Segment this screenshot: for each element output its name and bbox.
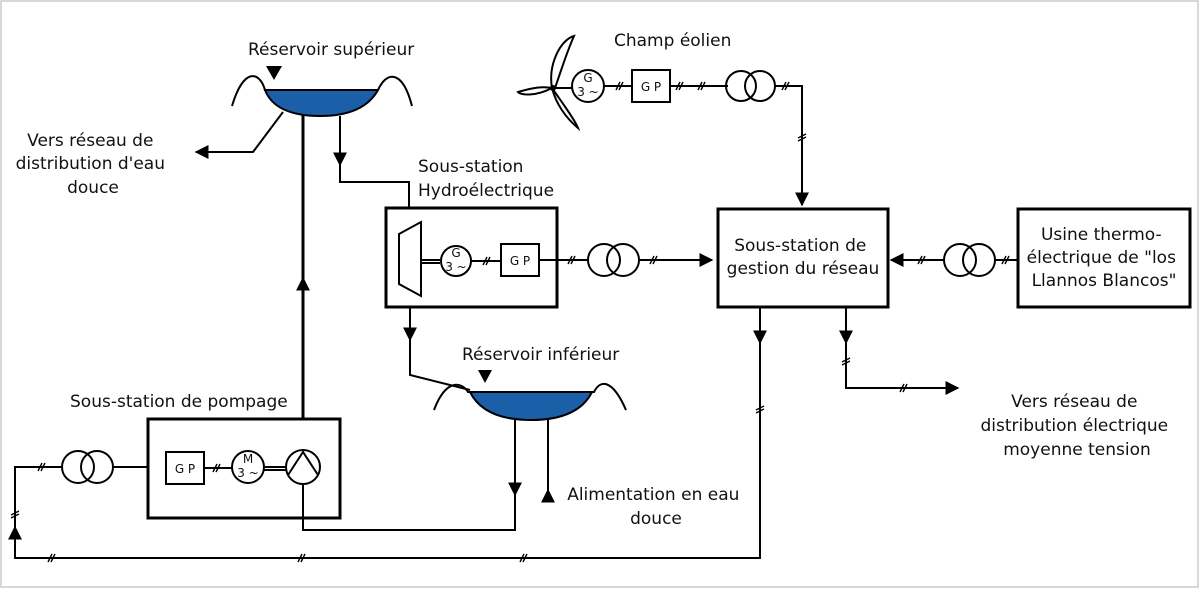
svg-text:M: M [243,452,253,466]
wind-generator-icon: G 3 ~ [571,69,605,103]
upper-reservoir-label: Réservoir supérieur [248,40,414,60]
wire-tick [755,405,765,414]
penstock-pipe [339,116,412,221]
wire-tick [917,255,926,265]
thermal-plant-label: Usine thermo- électrique de "los Llannos… [1027,225,1182,291]
wire-tick [519,553,528,563]
wire-tick [212,463,221,473]
tailrace-pipe [409,307,471,391]
wire-tick [797,133,807,142]
wind-gp-box: G P [631,69,671,103]
wire-tick [899,383,908,393]
lower-reservoir-label: Réservoir inférieur [462,345,619,365]
pump-motor-icon: M 3 ~ [231,450,265,484]
mv-network-line [845,307,960,395]
svg-text:G: G [583,71,592,85]
wire-tick [297,553,306,563]
svg-text:3 ~: 3 ~ [445,260,467,274]
wire-tick [47,553,56,563]
svg-text:3 ~: 3 ~ [237,466,259,480]
svg-text:G: G [451,246,460,260]
grid-substation-box [716,207,890,309]
svg-text:G P: G P [175,462,195,476]
water-supply-label: Alimentation en eau douce [567,485,745,529]
pumping-substation-label: Sous-station de pompage [70,392,288,412]
wire-tick [482,256,491,266]
hydro-substation-label: Sous-station Hydroélectrique [418,157,554,201]
thermal-transformer-icon [943,243,996,277]
upper-reservoir [231,66,413,118]
wind-feed-line [775,85,809,207]
water-network-outlet [194,111,284,159]
thermal-plant-box [1016,207,1192,309]
lower-reservoir-water [468,391,594,422]
hydro-transformer-icon [587,243,640,277]
svg-text:G P: G P [510,254,530,268]
wire-tick [615,81,624,91]
wind-turbine-icon [516,34,581,132]
wire-tick [10,510,20,519]
pumping-transformer-icon [61,450,114,484]
level-marker-icon [478,370,492,383]
wind-transformer-icon [725,70,776,102]
pumping-supply-line [14,307,761,559]
wire-tick [781,81,790,91]
wire-tick [675,81,684,91]
mv-network-label: Vers réseau de distribution électrique m… [980,392,1173,460]
svg-text:3 ~: 3 ~ [577,85,599,99]
wire-tick [697,81,706,91]
wire-tick [567,255,576,265]
turbine-shaft [421,259,440,264]
pump-shaft [264,466,286,471]
svg-text:G P: G P [641,80,661,94]
pumping-substation-box [146,417,342,520]
wind-farm-label: Champ éolien [614,31,731,51]
wire-tick [1001,255,1010,265]
hydro-generator-icon: G 3 ~ [440,245,472,277]
grid-substation-label: Sous-station de gestion du réseau [727,236,880,279]
hydro-turbine-icon [398,220,422,298]
upper-reservoir-water [263,89,380,118]
level-marker-icon [266,66,282,80]
water-network-label: Vers réseau de distribution d'eau douce [16,131,171,198]
wire-tick [841,357,851,366]
wire-tick [37,462,46,472]
lower-reservoir [433,370,627,422]
wire-tick [649,255,658,265]
